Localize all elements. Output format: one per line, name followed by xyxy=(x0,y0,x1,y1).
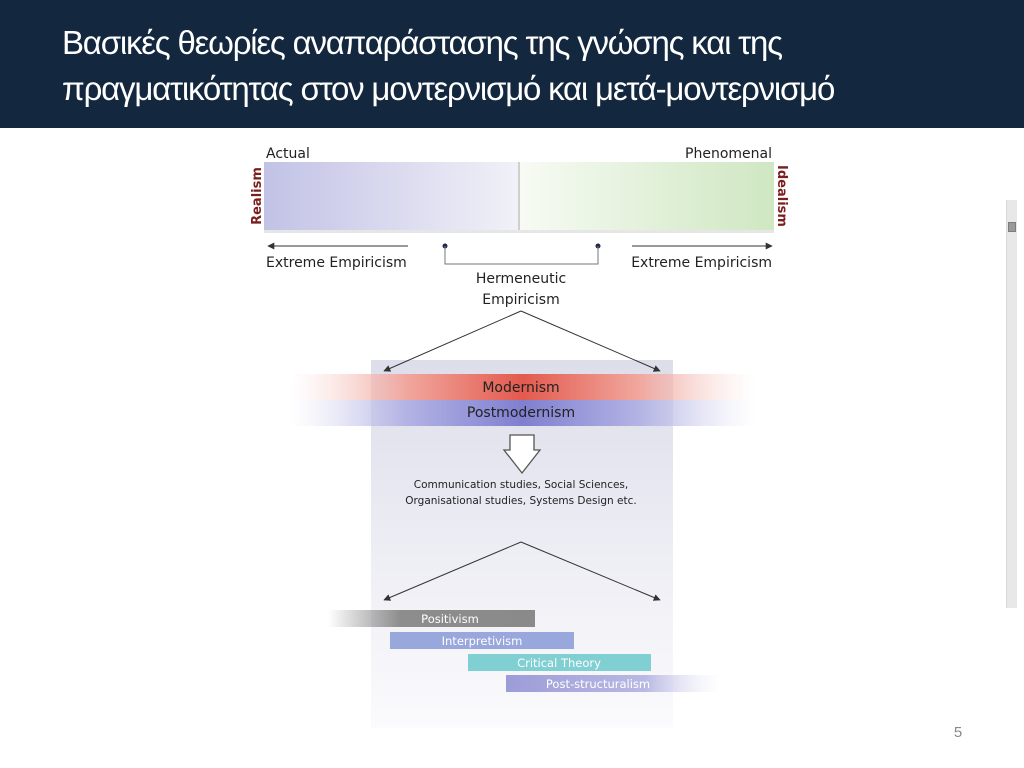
down-arrow-icon xyxy=(502,434,542,475)
postmodernism-band xyxy=(290,400,755,426)
extreme-empiricism-right: Extreme Empiricism xyxy=(631,255,772,271)
page-number: 5 xyxy=(953,724,963,741)
realism-band xyxy=(264,162,519,230)
slide-title-line-2: πραγματικότητας στον μοντερνισμό και μετ… xyxy=(62,70,835,107)
post-structuralism-bar xyxy=(506,675,721,692)
slide-title-line-1: Βασικές θεωρίες αναπαράστασης της γνώσης… xyxy=(62,24,783,61)
postmodernism-label: Postmodernism xyxy=(467,405,575,421)
hermeneutic-bracket xyxy=(444,246,599,265)
knowledge-theories-diagram: Actual Phenomenal Realism Idealism Extre… xyxy=(250,146,789,728)
interpretivism-label: Interpretivism xyxy=(442,634,523,648)
extreme-empiricism-left: Extreme Empiricism xyxy=(266,255,407,271)
positivism-bar xyxy=(328,610,535,627)
split-arrow-upper-right xyxy=(520,310,661,372)
fields-line-1: Communication studies, Social Sciences, xyxy=(414,479,629,491)
realism-label: Realism xyxy=(250,167,265,225)
critical-theory-label: Critical Theory xyxy=(517,656,601,670)
hermeneutic-label-2: Empiricism xyxy=(482,292,559,308)
split-arrow-upper-left xyxy=(383,310,522,372)
scrollbar-thumb[interactable] xyxy=(1008,222,1016,232)
modernism-label: Modernism xyxy=(482,380,559,396)
slide-title: Βασικές θεωρίες αναπαράστασης της γνώσης… xyxy=(62,20,1002,112)
idealism-label: Idealism xyxy=(774,165,789,227)
band-shadow xyxy=(264,230,774,233)
interpretivism-bar xyxy=(390,632,574,649)
hermeneutic-label-1: Hermeneutic xyxy=(476,271,566,287)
positivism-label: Positivism xyxy=(421,612,479,626)
fields-line-2: Organisational studies, Systems Design e… xyxy=(405,495,636,507)
phenomenal-label: Phenomenal xyxy=(685,146,772,162)
critical-theory-bar xyxy=(468,654,651,671)
modernism-band xyxy=(290,374,755,400)
split-arrow-lower-right xyxy=(520,541,661,601)
actual-label: Actual xyxy=(266,146,310,162)
idealism-band xyxy=(519,162,774,230)
vertical-scrollbar[interactable] xyxy=(1006,200,1017,608)
title-bar: Βασικές θεωρίες αναπαράστασης της γνώσης… xyxy=(0,0,1024,128)
post-structuralism-label: Post-structuralism xyxy=(546,677,650,691)
split-arrow-lower-left xyxy=(383,541,522,601)
